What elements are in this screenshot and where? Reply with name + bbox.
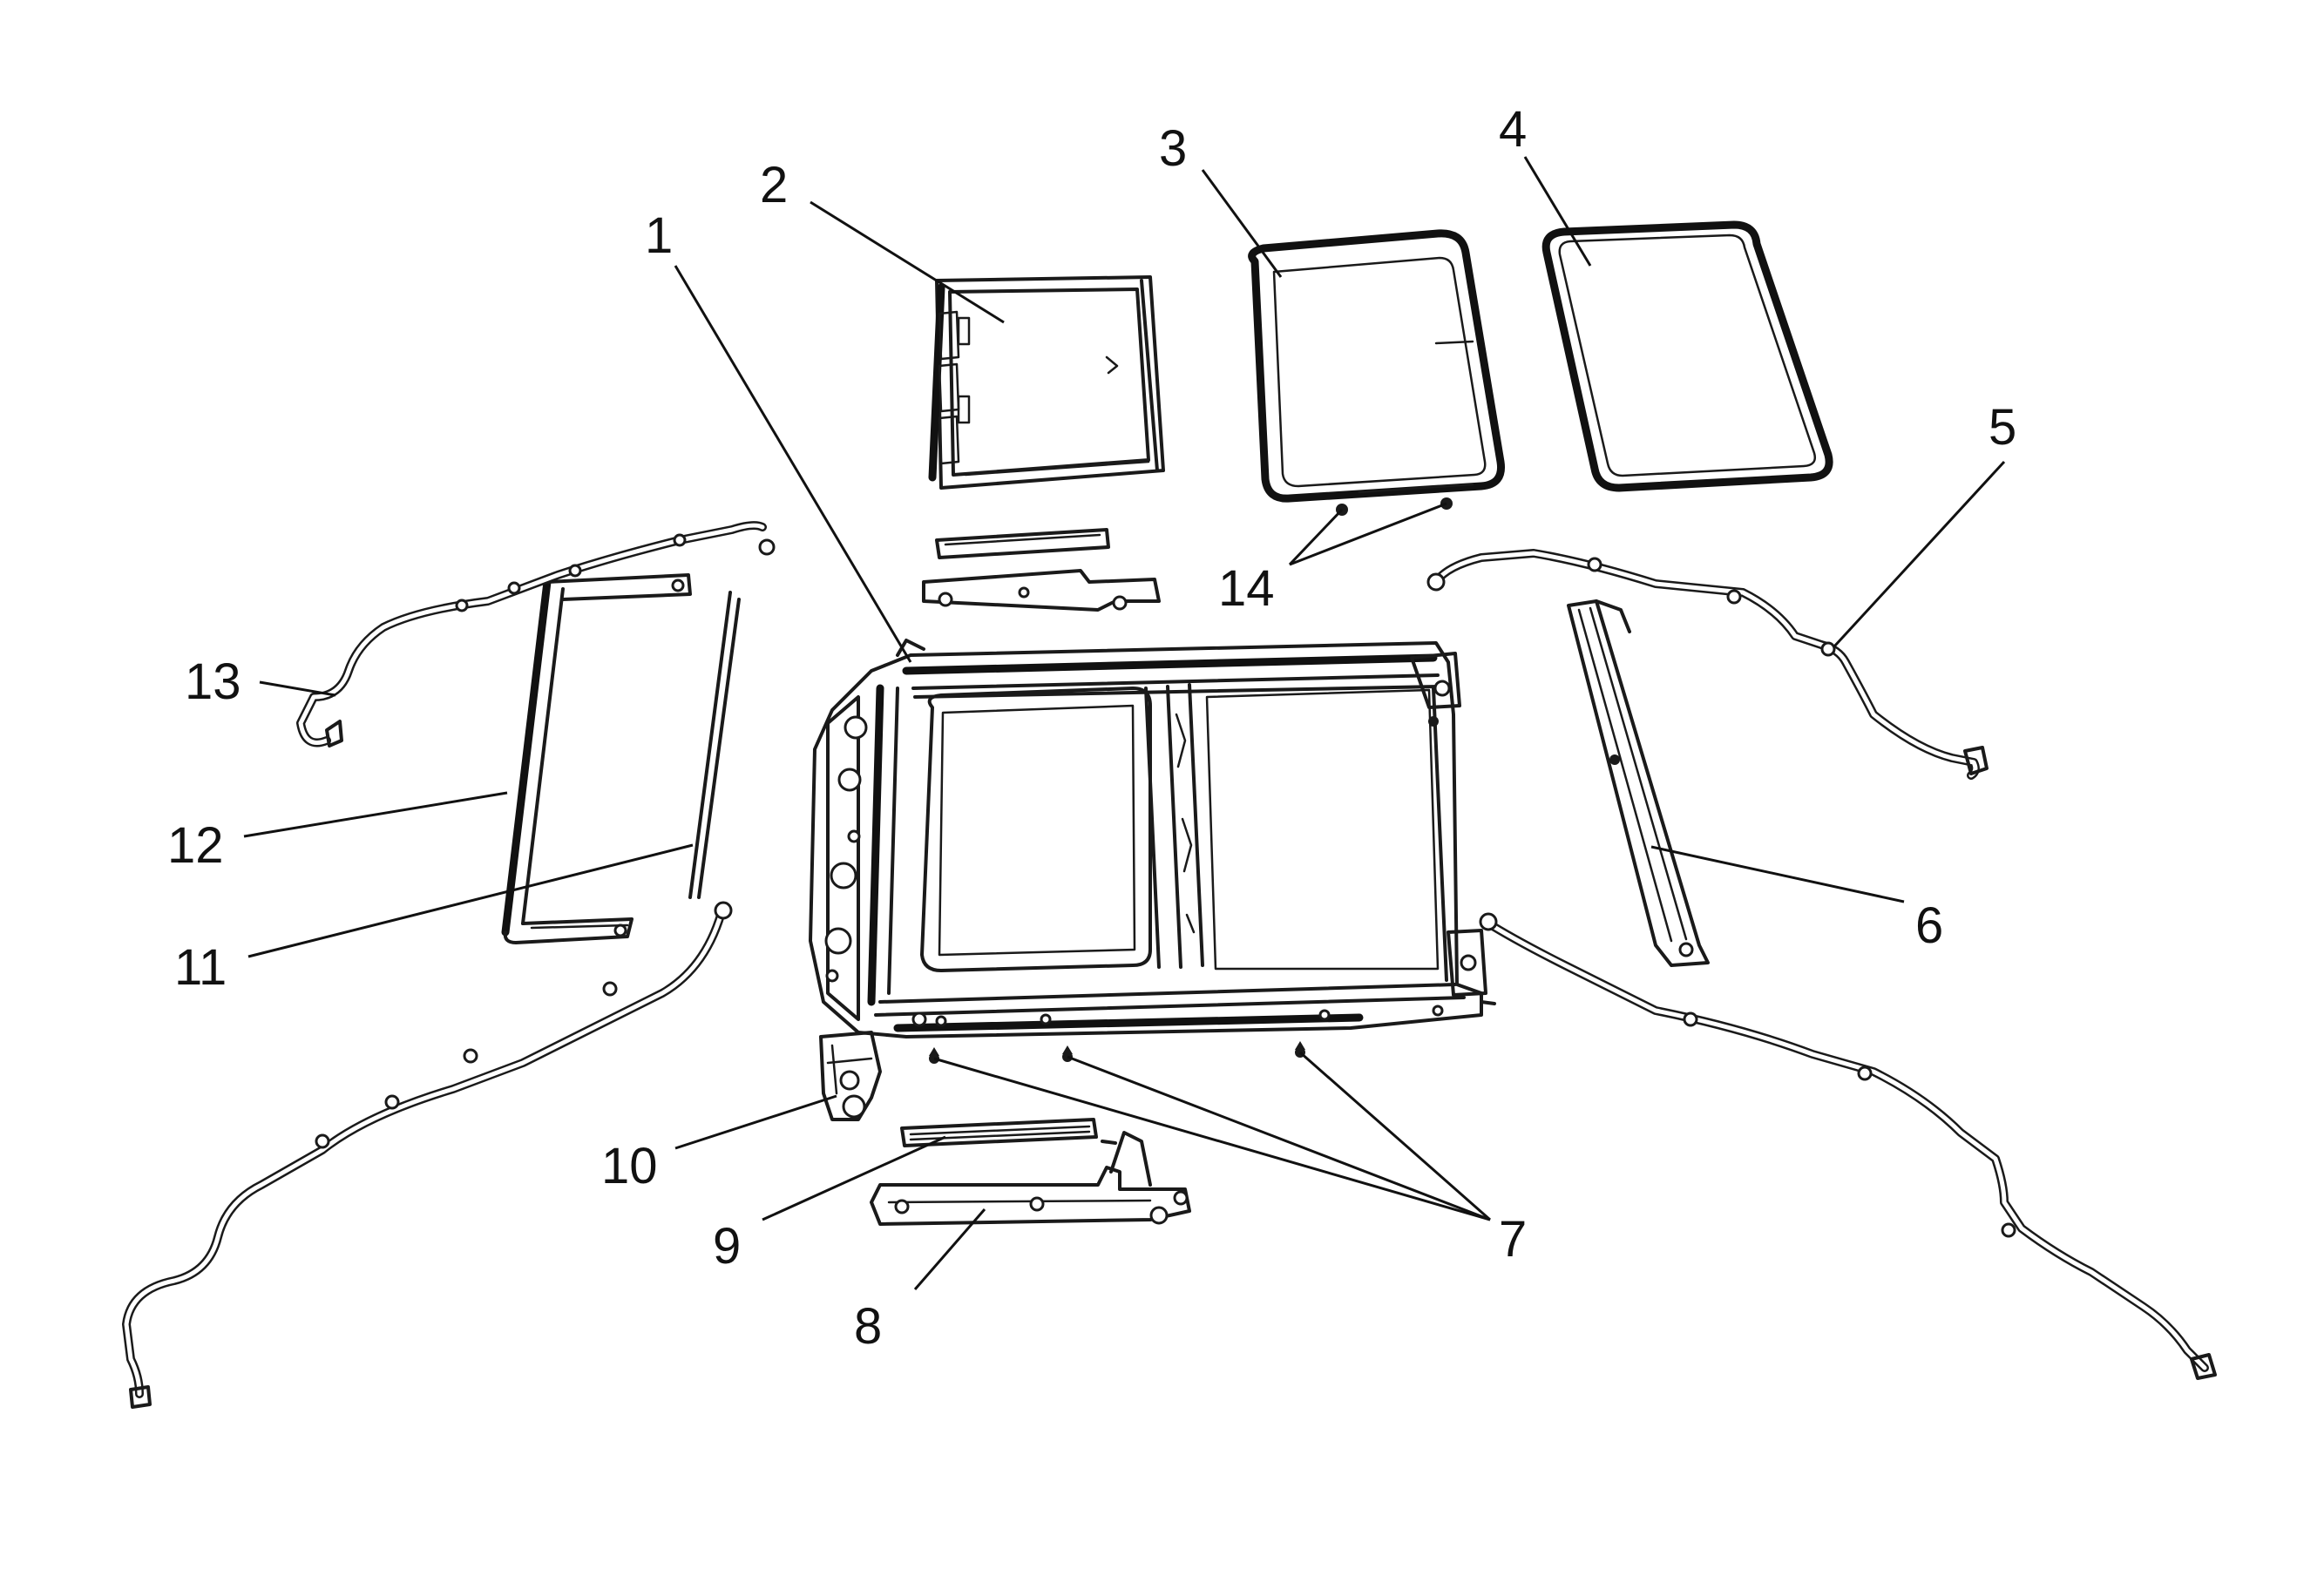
leader-1 [674, 265, 912, 663]
leader-14b [1289, 502, 1447, 566]
part-13-drain-hose [296, 521, 776, 748]
part-1-sunroof-frame [809, 639, 1496, 1038]
upper-rail-parts [922, 528, 1161, 612]
part-11-trim-strip [688, 591, 741, 899]
part-7-fasteners [929, 1041, 1305, 1064]
leader-7b [1067, 1055, 1491, 1221]
leader-lines [243, 156, 2006, 1290]
part-6-side-rail [1567, 599, 1710, 967]
leader-13 [259, 680, 336, 697]
part-3-glass-panel [1248, 229, 1506, 503]
callout-4: 4 [1499, 101, 1527, 158]
part-5-drain-hose [1426, 549, 1989, 780]
front-left-drain-hose [122, 901, 733, 1409]
callout-12: 12 [167, 817, 224, 874]
callout-14: 14 [1218, 560, 1275, 617]
callout-7: 7 [1499, 1211, 1527, 1268]
part-10-motor [819, 1031, 882, 1121]
leader-2 [810, 200, 1005, 324]
leader-4 [1523, 156, 1592, 267]
leader-14a [1288, 508, 1344, 566]
front-right-drain-hose [1479, 912, 2217, 1380]
part-8-mechanism [870, 1131, 1191, 1226]
part-4-weatherstrip-seal [1541, 220, 1833, 492]
callout-13: 13 [185, 653, 241, 710]
part-2-sunshade-panel [928, 275, 1165, 490]
callout-2: 2 [760, 157, 788, 213]
callout-3: 3 [1159, 120, 1187, 177]
leader-12 [243, 791, 508, 838]
callouts: 1 2 3 4 5 6 7 8 9 10 11 12 13 14 [167, 101, 2016, 1355]
leader-6 [1650, 845, 1905, 903]
callout-5: 5 [1989, 399, 2016, 456]
leader-9 [762, 1135, 946, 1221]
leader-8 [913, 1208, 986, 1290]
callout-1: 1 [645, 207, 673, 264]
part-12-deflector [501, 573, 692, 944]
leader-11 [247, 843, 694, 958]
callout-11: 11 [174, 939, 227, 996]
callout-10: 10 [601, 1138, 658, 1194]
leader-5 [1833, 460, 2006, 648]
leader-7c [1299, 1051, 1491, 1221]
leader-3 [1201, 169, 1283, 278]
callout-6: 6 [1915, 897, 1943, 954]
leader-7a [933, 1057, 1491, 1221]
leader-10 [674, 1094, 837, 1150]
callout-8: 8 [854, 1298, 882, 1355]
callout-9: 9 [713, 1218, 741, 1275]
